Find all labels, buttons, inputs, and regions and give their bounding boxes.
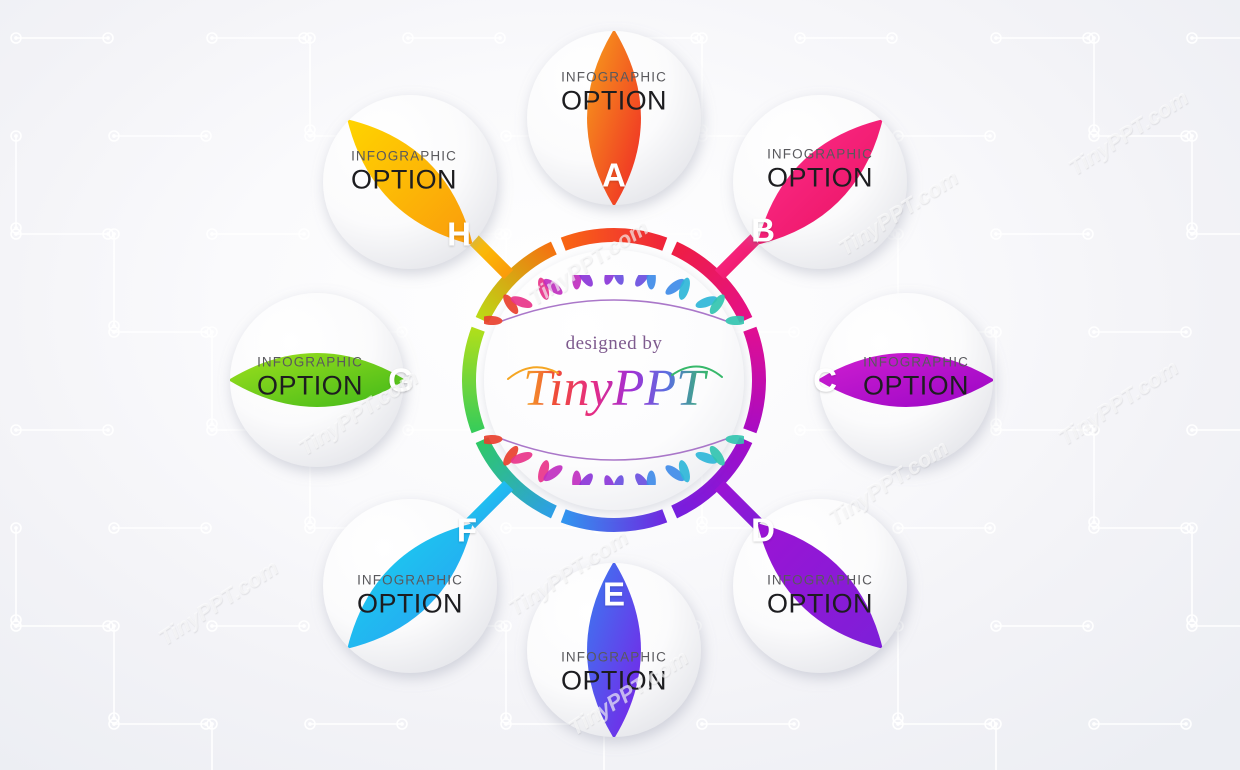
option-lens-E (587, 563, 641, 737)
ring-segment-A[interactable] (560, 228, 668, 251)
option-lens-H (347, 119, 473, 245)
center-hub-disc (484, 250, 744, 510)
ring-segment-E[interactable] (560, 509, 668, 532)
option-lens-G (230, 353, 404, 407)
ring-segment-C[interactable] (743, 326, 766, 434)
ring-segment-G[interactable] (461, 326, 485, 434)
ring-segment-B[interactable] (671, 241, 753, 323)
option-lens-B (757, 119, 883, 245)
option-lens-C (819, 353, 993, 407)
ring-segment-H[interactable] (475, 241, 557, 323)
ring-segment-F[interactable] (475, 437, 557, 519)
option-lens-F (347, 523, 473, 649)
option-lens-D (757, 523, 883, 649)
option-lens-A (587, 31, 641, 205)
ring-segment-D[interactable] (671, 437, 753, 519)
